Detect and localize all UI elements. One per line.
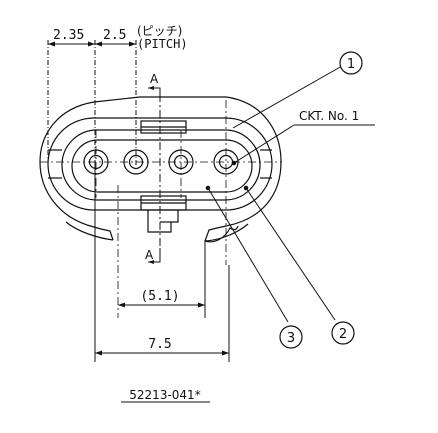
housing-skirt-left xyxy=(65,221,114,241)
balloon-housing: 1 xyxy=(339,51,363,75)
part-number: 52213-041* xyxy=(129,388,200,402)
callout-leaders xyxy=(205,65,375,323)
contact-cavity xyxy=(71,139,253,193)
leader-housing xyxy=(232,65,343,129)
svg-text:3: 3 xyxy=(287,331,295,346)
latch-tab xyxy=(147,210,179,233)
overall-width-label: 7.5 xyxy=(148,337,171,352)
leader-circuit xyxy=(233,124,295,164)
overall-width-dimension xyxy=(94,165,230,362)
housing-body xyxy=(39,96,282,243)
svg-text:1: 1 xyxy=(347,57,355,72)
pitch-value-label: 2.5 xyxy=(103,28,126,43)
section-mark-bottom: A xyxy=(145,248,154,262)
leader-terminal xyxy=(245,187,336,321)
edge-offset-label: 2.35 xyxy=(53,28,84,43)
housing-skirt-right xyxy=(204,223,249,242)
section-mark-top: A xyxy=(150,72,159,86)
circuit-number-label: CKT. No. 1 xyxy=(299,109,359,123)
pitch-dimension xyxy=(47,40,137,165)
balloon-retainer: 3 xyxy=(279,325,303,349)
inner-span-label: (5.1) xyxy=(140,289,179,304)
pitch-en-label: (PITCH) xyxy=(137,37,188,51)
section-line xyxy=(148,86,161,264)
leader-retainer xyxy=(207,187,289,323)
balloon-terminal: 2 xyxy=(331,321,355,345)
pitch-jp-label: (ピッチ) xyxy=(137,24,182,38)
housing-inner-race xyxy=(61,129,261,201)
svg-text:2: 2 xyxy=(339,327,347,342)
centerlines xyxy=(40,100,282,318)
housing-outer-outline xyxy=(39,96,282,243)
inner-span-dimension xyxy=(118,240,206,318)
